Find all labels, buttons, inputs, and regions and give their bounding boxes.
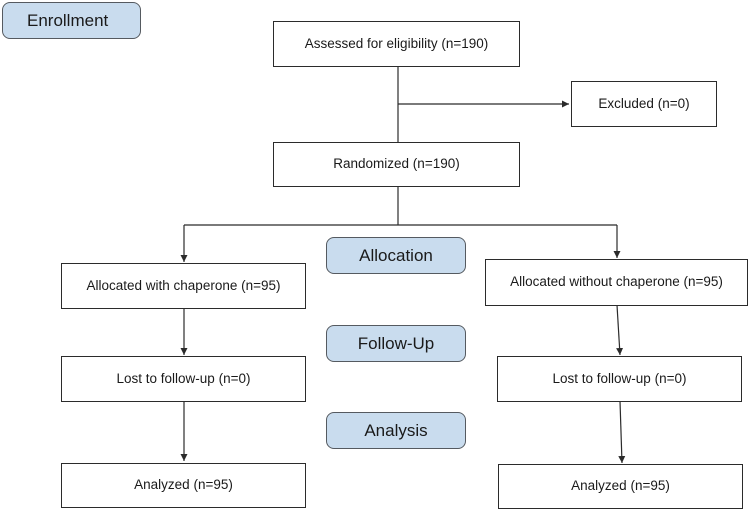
stage-enrollment: Enrollment — [2, 2, 141, 39]
arrow-to-analyzed-right — [618, 400, 626, 464]
stage-follow-up: Follow-Up — [326, 325, 466, 362]
box-analyzed-left: Analyzed (n=95) — [61, 463, 306, 508]
box-lost-to-follow-up-right: Lost to follow-up (n=0) — [497, 356, 742, 402]
box-allocated-without-chaperone: Allocated without chaperone (n=95) — [485, 259, 748, 306]
arrow-to-lost-right — [616, 304, 624, 356]
stage-analysis: Analysis — [326, 412, 466, 449]
stage-allocation: Allocation — [326, 237, 466, 274]
box-excluded: Excluded (n=0) — [571, 81, 717, 127]
box-allocated-with-chaperone: Allocated with chaperone (n=95) — [61, 263, 306, 309]
box-lost-to-follow-up-left: Lost to follow-up (n=0) — [61, 356, 306, 402]
box-analyzed-right: Analyzed (n=95) — [498, 464, 743, 509]
box-randomized: Randomized (n=190) — [273, 142, 520, 187]
box-assessed-for-eligibility: Assessed for eligibility (n=190) — [273, 21, 520, 67]
